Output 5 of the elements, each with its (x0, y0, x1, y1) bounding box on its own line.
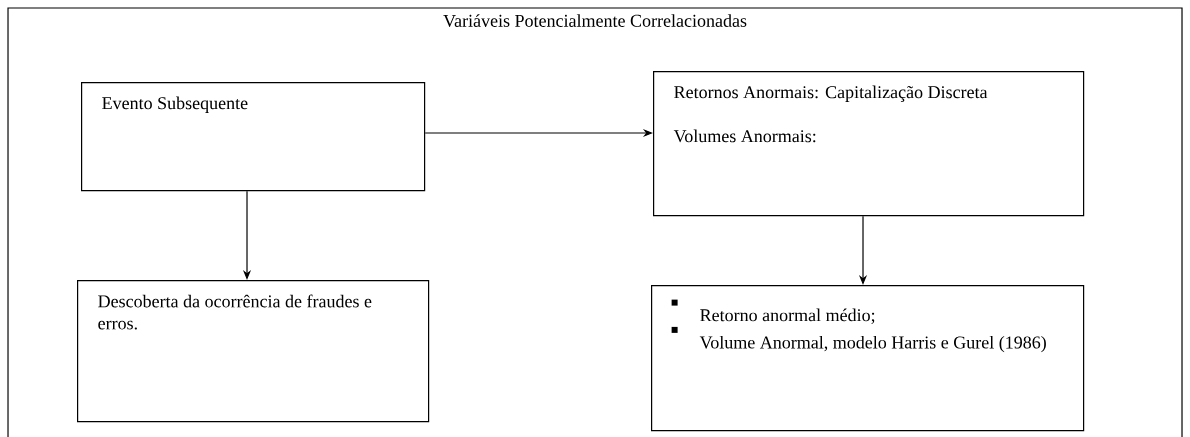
text-box: Retorno anormal médio; Volume Anormal, modelo Harris e Gurel (1986) (651, 285, 1085, 432)
text-box: Descoberta da ocorrência de fraudes e erros. (77, 280, 430, 423)
text-box: Evento Subsequente (81, 82, 426, 192)
title: Variáveis Potencialmente Correlacionadas (443, 14, 747, 27)
text-box: Retornos Anormais: Capitalização Discreta Volumes Anormais: (653, 71, 1085, 217)
